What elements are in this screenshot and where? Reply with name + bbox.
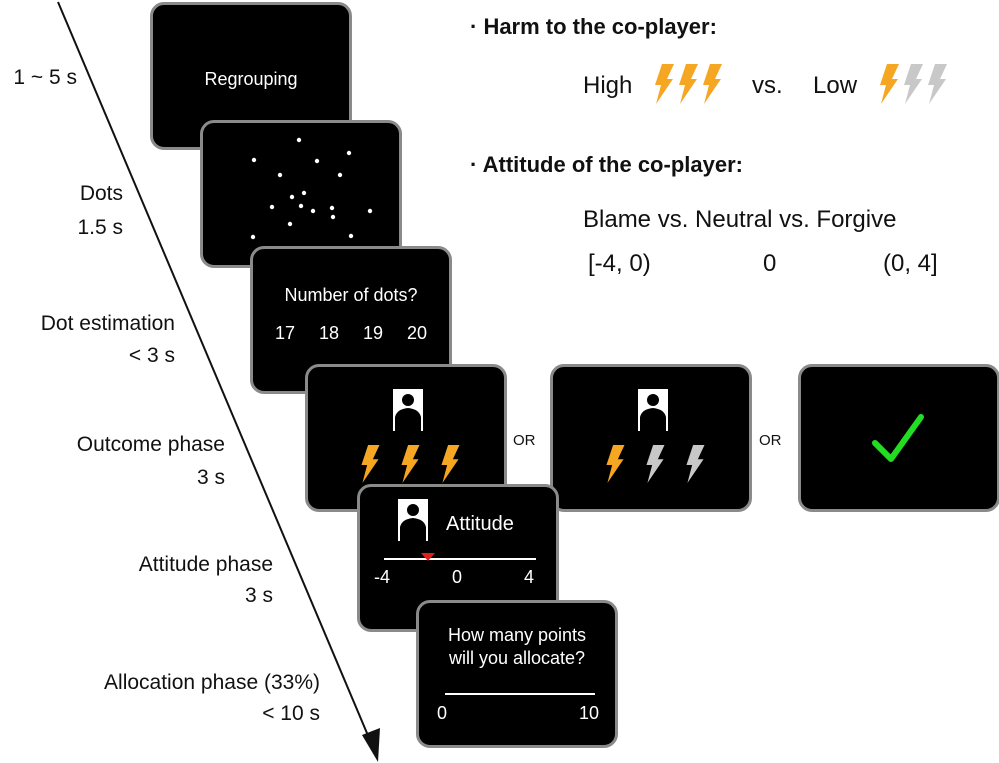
dot [277,172,283,178]
lightning-icon [686,445,705,483]
harm-high: High [583,72,633,99]
screen-allocation: How many points will you allocate? 0 10 [416,600,618,748]
dot [251,157,257,163]
attitude-legend-title: · Attitude of the co-player: [470,152,743,177]
checkmark-icon [872,414,924,462]
allocation-question-2: will you allocate? [448,648,586,668]
regrouping-text: Regrouping [204,69,298,89]
screen-correct [798,364,999,512]
range-blame: [-4, 0) [588,250,651,277]
or-label-1: OR [513,432,536,449]
phase-outcome: Outcome phase [76,433,225,456]
lightning-icon [703,64,722,104]
lightning-icon [646,445,665,483]
attitude-categories: Blame vs. Neutral vs. Forgive [583,206,897,233]
person-silhouette-icon [398,499,428,546]
allocation-scale [445,693,595,695]
option-17: 17 [275,323,296,343]
dot [301,190,307,196]
option-20: 20 [407,323,428,343]
duration-regroup: 1 ~ 5 s [13,66,77,89]
phase-dots: Dots [79,182,123,205]
dot [287,221,293,227]
harm-title: · Harm to the co-player: [470,14,717,39]
red-marker-icon [421,553,435,561]
duration-allocation: < 10 s [262,702,320,725]
phase-estimation: Dot estimation [40,312,175,335]
dot [367,208,373,214]
harm-low: Low [813,72,858,99]
duration-estimation: < 3 s [128,344,175,367]
option-19: 19 [363,323,384,343]
dot-question: Number of dots? [284,285,418,305]
phase-attitude: Attitude phase [138,553,273,576]
option-18: 18 [319,323,340,343]
duration-outcome: 3 s [196,466,225,489]
phase-allocation: Allocation phase (33%) [104,671,320,694]
dot [329,205,335,211]
dot [337,172,343,178]
allocation-question-1: How many points [447,625,587,645]
dot-field [250,137,373,240]
range-neutral: 0 [763,250,777,277]
screen-dots [200,120,402,268]
lightning-icon [361,445,380,483]
lightning-icon [904,64,923,104]
attitude-scale [384,558,536,560]
person-silhouette-icon [638,389,668,436]
tick-minus4: -4 [374,567,391,587]
dot [298,203,304,209]
dot [346,150,352,156]
lightning-icon [928,64,947,104]
person-silhouette-icon [393,389,423,436]
lightning-icon [655,64,674,104]
dot [296,137,302,143]
screen-outcome-low [550,364,752,512]
tick-0: 0 [452,567,463,587]
dot [314,158,320,164]
duration-dots: 1.5 s [77,216,123,239]
tick-0: 0 [437,703,448,723]
lightning-icon [880,64,899,104]
attitude-title: Attitude [446,513,514,535]
dot [330,214,336,220]
harm-vs: vs. [752,72,783,99]
tick-4: 4 [524,567,535,587]
dot [269,204,275,210]
duration-attitude: 3 s [244,584,273,607]
dot [348,233,354,239]
tick-10: 10 [579,703,600,723]
dot [289,194,295,200]
lightning-icon [401,445,420,483]
lightning-icon [679,64,698,104]
or-label-2: OR [759,432,782,449]
range-forgive: (0, 4] [883,250,938,277]
dot [310,208,316,214]
lightning-icon [441,445,460,483]
lightning-icon [606,445,625,483]
dot [250,234,256,240]
